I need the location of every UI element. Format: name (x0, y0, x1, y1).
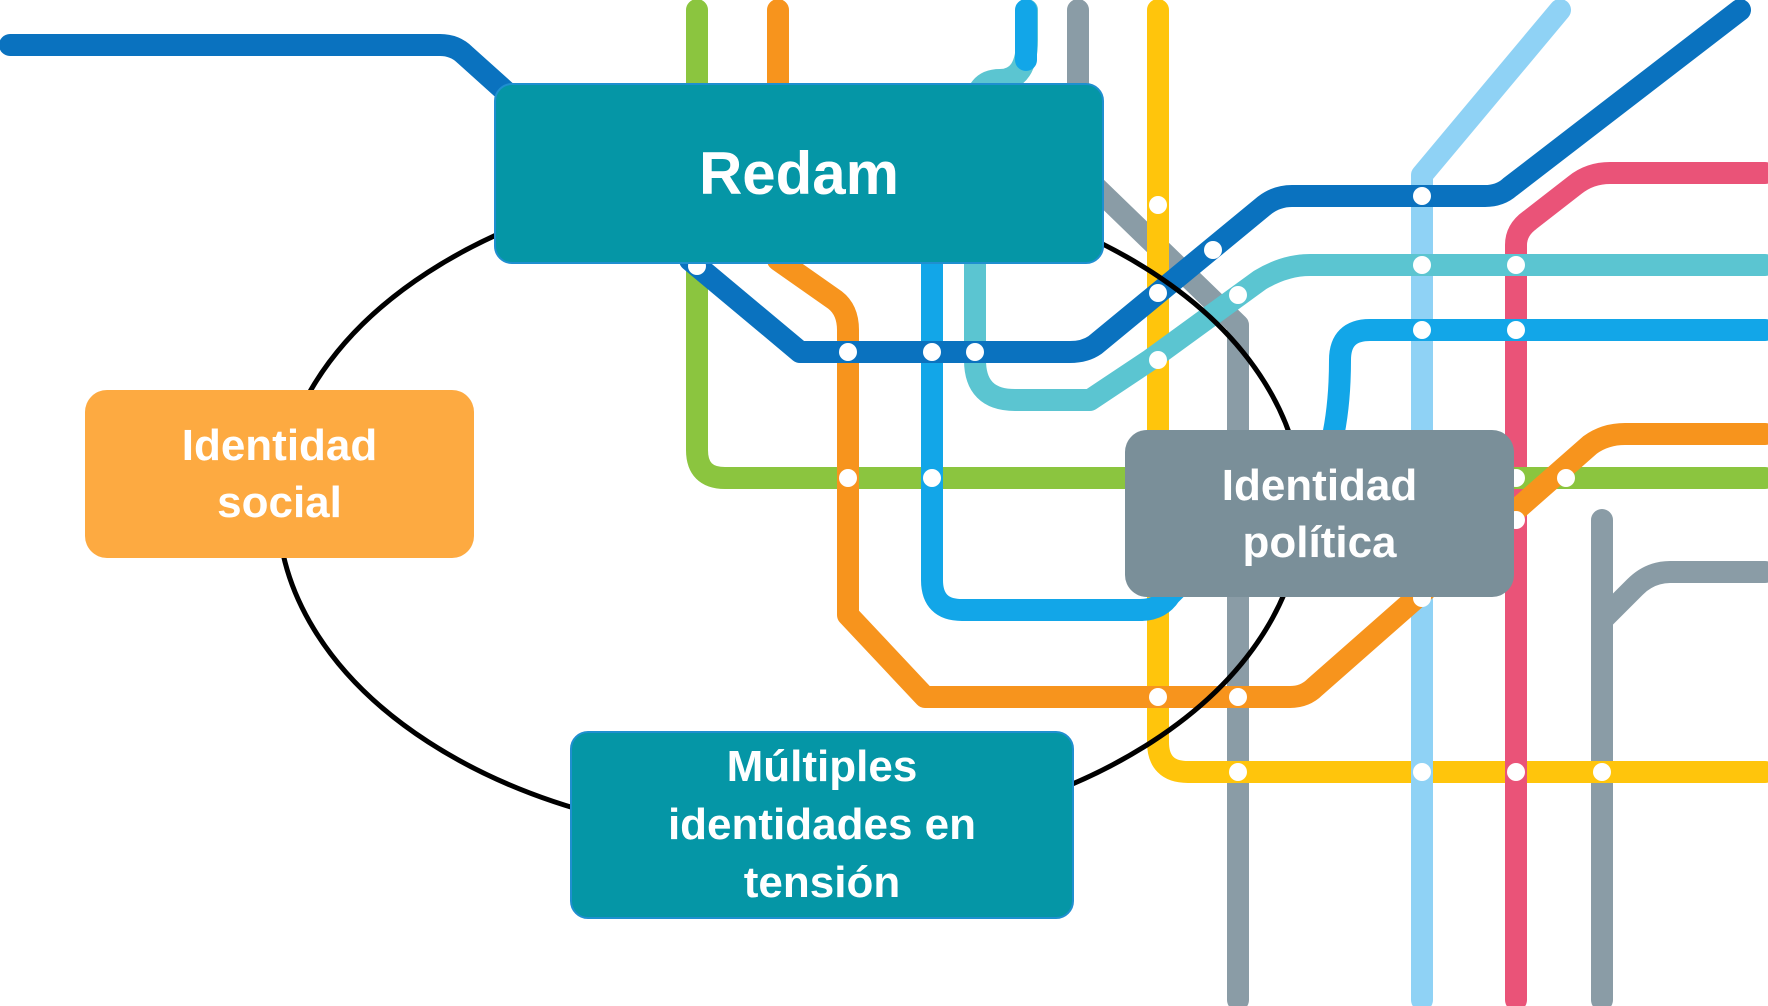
metro-line-pink (1505, 162, 1768, 1006)
node-identidad-social-label: Identidad social (181, 421, 378, 527)
node-identidad-politica-label: Identidad política (1221, 460, 1418, 567)
node-identidad-politica: Identidad política (1125, 430, 1514, 597)
node-identidad-social: Identidad social (85, 390, 474, 558)
metro-line-cyan (964, 0, 1768, 411)
node-multiples-identidades: Múltiples identidades en tensión (570, 731, 1074, 919)
metro-line-green (686, 0, 1768, 489)
metro-line-darkblue (0, 0, 1751, 363)
node-multiples-identidades-label: Múltiples identidades en tensión (667, 742, 977, 907)
metro-line-gray-2 (1591, 509, 1768, 1006)
metro-line-yellow (1147, 0, 1768, 783)
node-redam: Redam (494, 83, 1104, 264)
metro-line-lightblue (1411, 0, 1571, 1006)
node-redam-label: Redam (698, 140, 900, 207)
metro-line-orange (767, 0, 1768, 708)
